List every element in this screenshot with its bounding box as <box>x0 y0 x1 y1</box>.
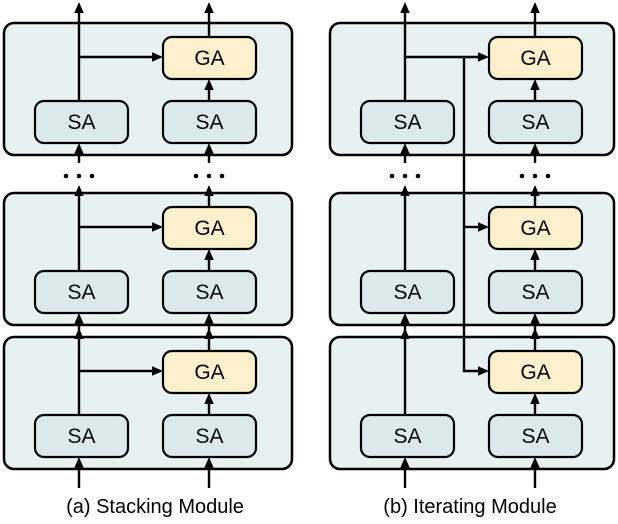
arrowhead-up <box>204 185 214 196</box>
ga-label: GA <box>520 47 550 70</box>
ga-box-b-bottom <box>487 349 584 395</box>
sa-label: SA <box>195 425 223 448</box>
sa-box-b-bottom-left <box>359 413 456 459</box>
arrowhead-right <box>152 366 163 376</box>
dot <box>206 173 212 179</box>
sa-box-b-top-left <box>359 99 456 145</box>
sa-label: SA <box>67 425 95 448</box>
arrowhead-up <box>400 457 410 468</box>
sa-label: SA <box>393 425 421 448</box>
dot <box>63 173 69 179</box>
sa-box-a-middle-right <box>161 269 258 315</box>
caption-a: (a) Stacking Module <box>66 496 244 518</box>
ellipsis-dots <box>389 173 551 179</box>
sa-label: SA <box>195 281 223 304</box>
arrowhead-up <box>204 457 214 468</box>
dot <box>389 173 395 179</box>
ga-label: GA <box>194 217 224 240</box>
sa-label: SA <box>393 111 421 134</box>
sa-label: SA <box>393 281 421 304</box>
arrowhead-up <box>530 79 540 90</box>
ga-box-b-top <box>487 35 584 81</box>
arrowhead-right <box>152 222 163 232</box>
sa-label: SA <box>521 111 549 134</box>
ellipsis-dots <box>63 173 225 179</box>
arrowhead-up <box>204 2 214 13</box>
arrowhead-up <box>74 185 84 196</box>
iterating-feed-line <box>462 57 479 373</box>
ga-box-a-top <box>161 35 258 81</box>
sa-box-b-top-right <box>487 99 584 145</box>
sa-box-a-middle-left <box>33 269 130 315</box>
arrowhead-right <box>152 52 163 62</box>
arrowhead-up <box>204 143 214 154</box>
dot <box>402 173 408 179</box>
arrowhead-right <box>478 222 489 232</box>
arrowhead-up <box>530 143 540 154</box>
sa-label: SA <box>67 111 95 134</box>
arrowhead-up <box>204 328 214 339</box>
arrowhead-up <box>530 328 540 339</box>
arrowhead-right <box>478 52 489 62</box>
arrowhead-up <box>530 2 540 13</box>
ga-label: GA <box>194 47 224 70</box>
arrowhead-up <box>400 2 410 13</box>
sa-label: SA <box>195 111 223 134</box>
dot <box>532 173 538 179</box>
dot <box>193 173 199 179</box>
ga-label: GA <box>520 361 550 384</box>
sa-label: SA <box>521 425 549 448</box>
sa-box-b-middle-right <box>487 269 584 315</box>
dot <box>219 173 225 179</box>
sa-box-a-bottom-left <box>33 413 130 459</box>
sa-box-b-bottom-right <box>487 413 584 459</box>
arrowhead-up <box>204 313 214 324</box>
arrowhead-up <box>204 393 214 404</box>
arrowhead-up <box>530 457 540 468</box>
arrowhead-up <box>400 313 410 324</box>
sa-box-a-top-right <box>161 99 258 145</box>
arrowhead-up <box>530 393 540 404</box>
dot <box>519 173 525 179</box>
connectors-a <box>74 2 214 488</box>
ga-box-a-middle <box>161 205 258 251</box>
dot <box>76 173 82 179</box>
connectors-b <box>400 2 540 488</box>
arrowhead-up <box>530 185 540 196</box>
sa-box-a-top-left <box>33 99 130 145</box>
arrowhead-up <box>400 143 410 154</box>
diagram-a-stacking: SA SA GA SA SA GA SA SA GA (a) Stacking … <box>2 2 294 518</box>
caption-b: (b) Iterating Module <box>383 496 556 518</box>
arrowhead-up <box>530 249 540 260</box>
arrowhead-up <box>400 328 410 339</box>
ga-box-a-bottom <box>161 349 258 395</box>
dot <box>545 173 551 179</box>
arrowhead-up <box>74 143 84 154</box>
sa-label: SA <box>521 281 549 304</box>
arrowhead-up <box>74 457 84 468</box>
ga-label: GA <box>520 217 550 240</box>
sa-box-a-bottom-right <box>161 413 258 459</box>
arrowhead-up <box>204 79 214 90</box>
diagram-b-iterating: SA SA GA SA SA GA SA SA GA (b) Iterating… <box>328 2 616 518</box>
arrowhead-up <box>530 313 540 324</box>
arrowhead-right <box>478 366 489 376</box>
ga-box-b-middle <box>487 205 584 251</box>
arrowhead-up <box>400 185 410 196</box>
arrowhead-up <box>74 313 84 324</box>
sa-box-b-middle-left <box>359 269 456 315</box>
arrowhead-up <box>204 249 214 260</box>
ga-label: GA <box>194 361 224 384</box>
dot <box>89 173 95 179</box>
arrowhead-up <box>74 328 84 339</box>
sa-label: SA <box>67 281 95 304</box>
arrowhead-up <box>74 2 84 13</box>
dot <box>415 173 421 179</box>
